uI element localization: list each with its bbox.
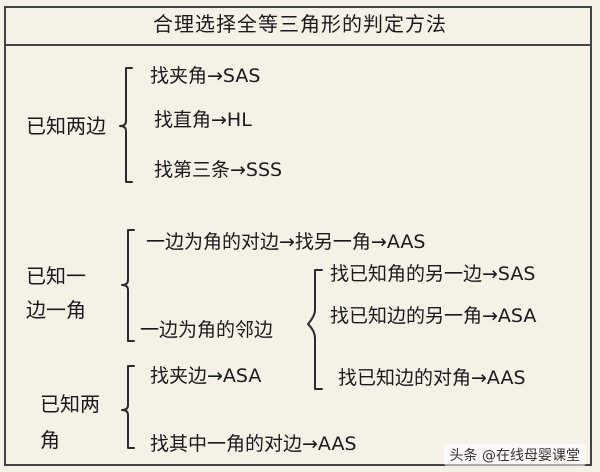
bracket-adjacent-side [307,269,323,390]
item-adjacent-side: 一边为角的邻边 [140,319,274,341]
sub-item-other-angle-asa: 找已知边的另一角→ASA [330,305,537,327]
label-two-angles-line1: 已知两 [40,392,100,416]
label-two-sides: 已知两边 [26,114,106,138]
item-opposite-side-aas: 一边为角的对边→找另一角→AAS [146,231,426,253]
bracket-two-sides [119,67,133,183]
label-side-angle-line2: 边一角 [26,298,86,322]
label-side-angle-line1: 已知一 [26,264,86,288]
watermark: 头条 @在线母婴课堂 [443,444,586,466]
bracket-two-angles [121,365,135,449]
label-two-angles-line2: 角 [40,428,60,452]
diagram-title: 合理选择全等三角形的判定方法 [153,12,447,36]
item-included-angle-sas: 找夹角→SAS [150,65,261,87]
item-included-side-asa: 找夹边→ASA [150,365,262,387]
title-divider [4,44,592,46]
item-right-angle-hl: 找直角→HL [154,109,252,131]
sub-item-other-side-sas: 找已知角的另一边→SAS [330,263,536,285]
bracket-side-angle [121,229,135,342]
sub-item-opposite-angle-aas: 找已知边的对角→AAS [338,367,526,389]
item-third-side-sss: 找第三条→SSS [154,159,283,181]
outer-border [4,6,592,466]
item-opposite-side-of-angle-aas: 找其中一角的对边→AAS [150,433,357,455]
